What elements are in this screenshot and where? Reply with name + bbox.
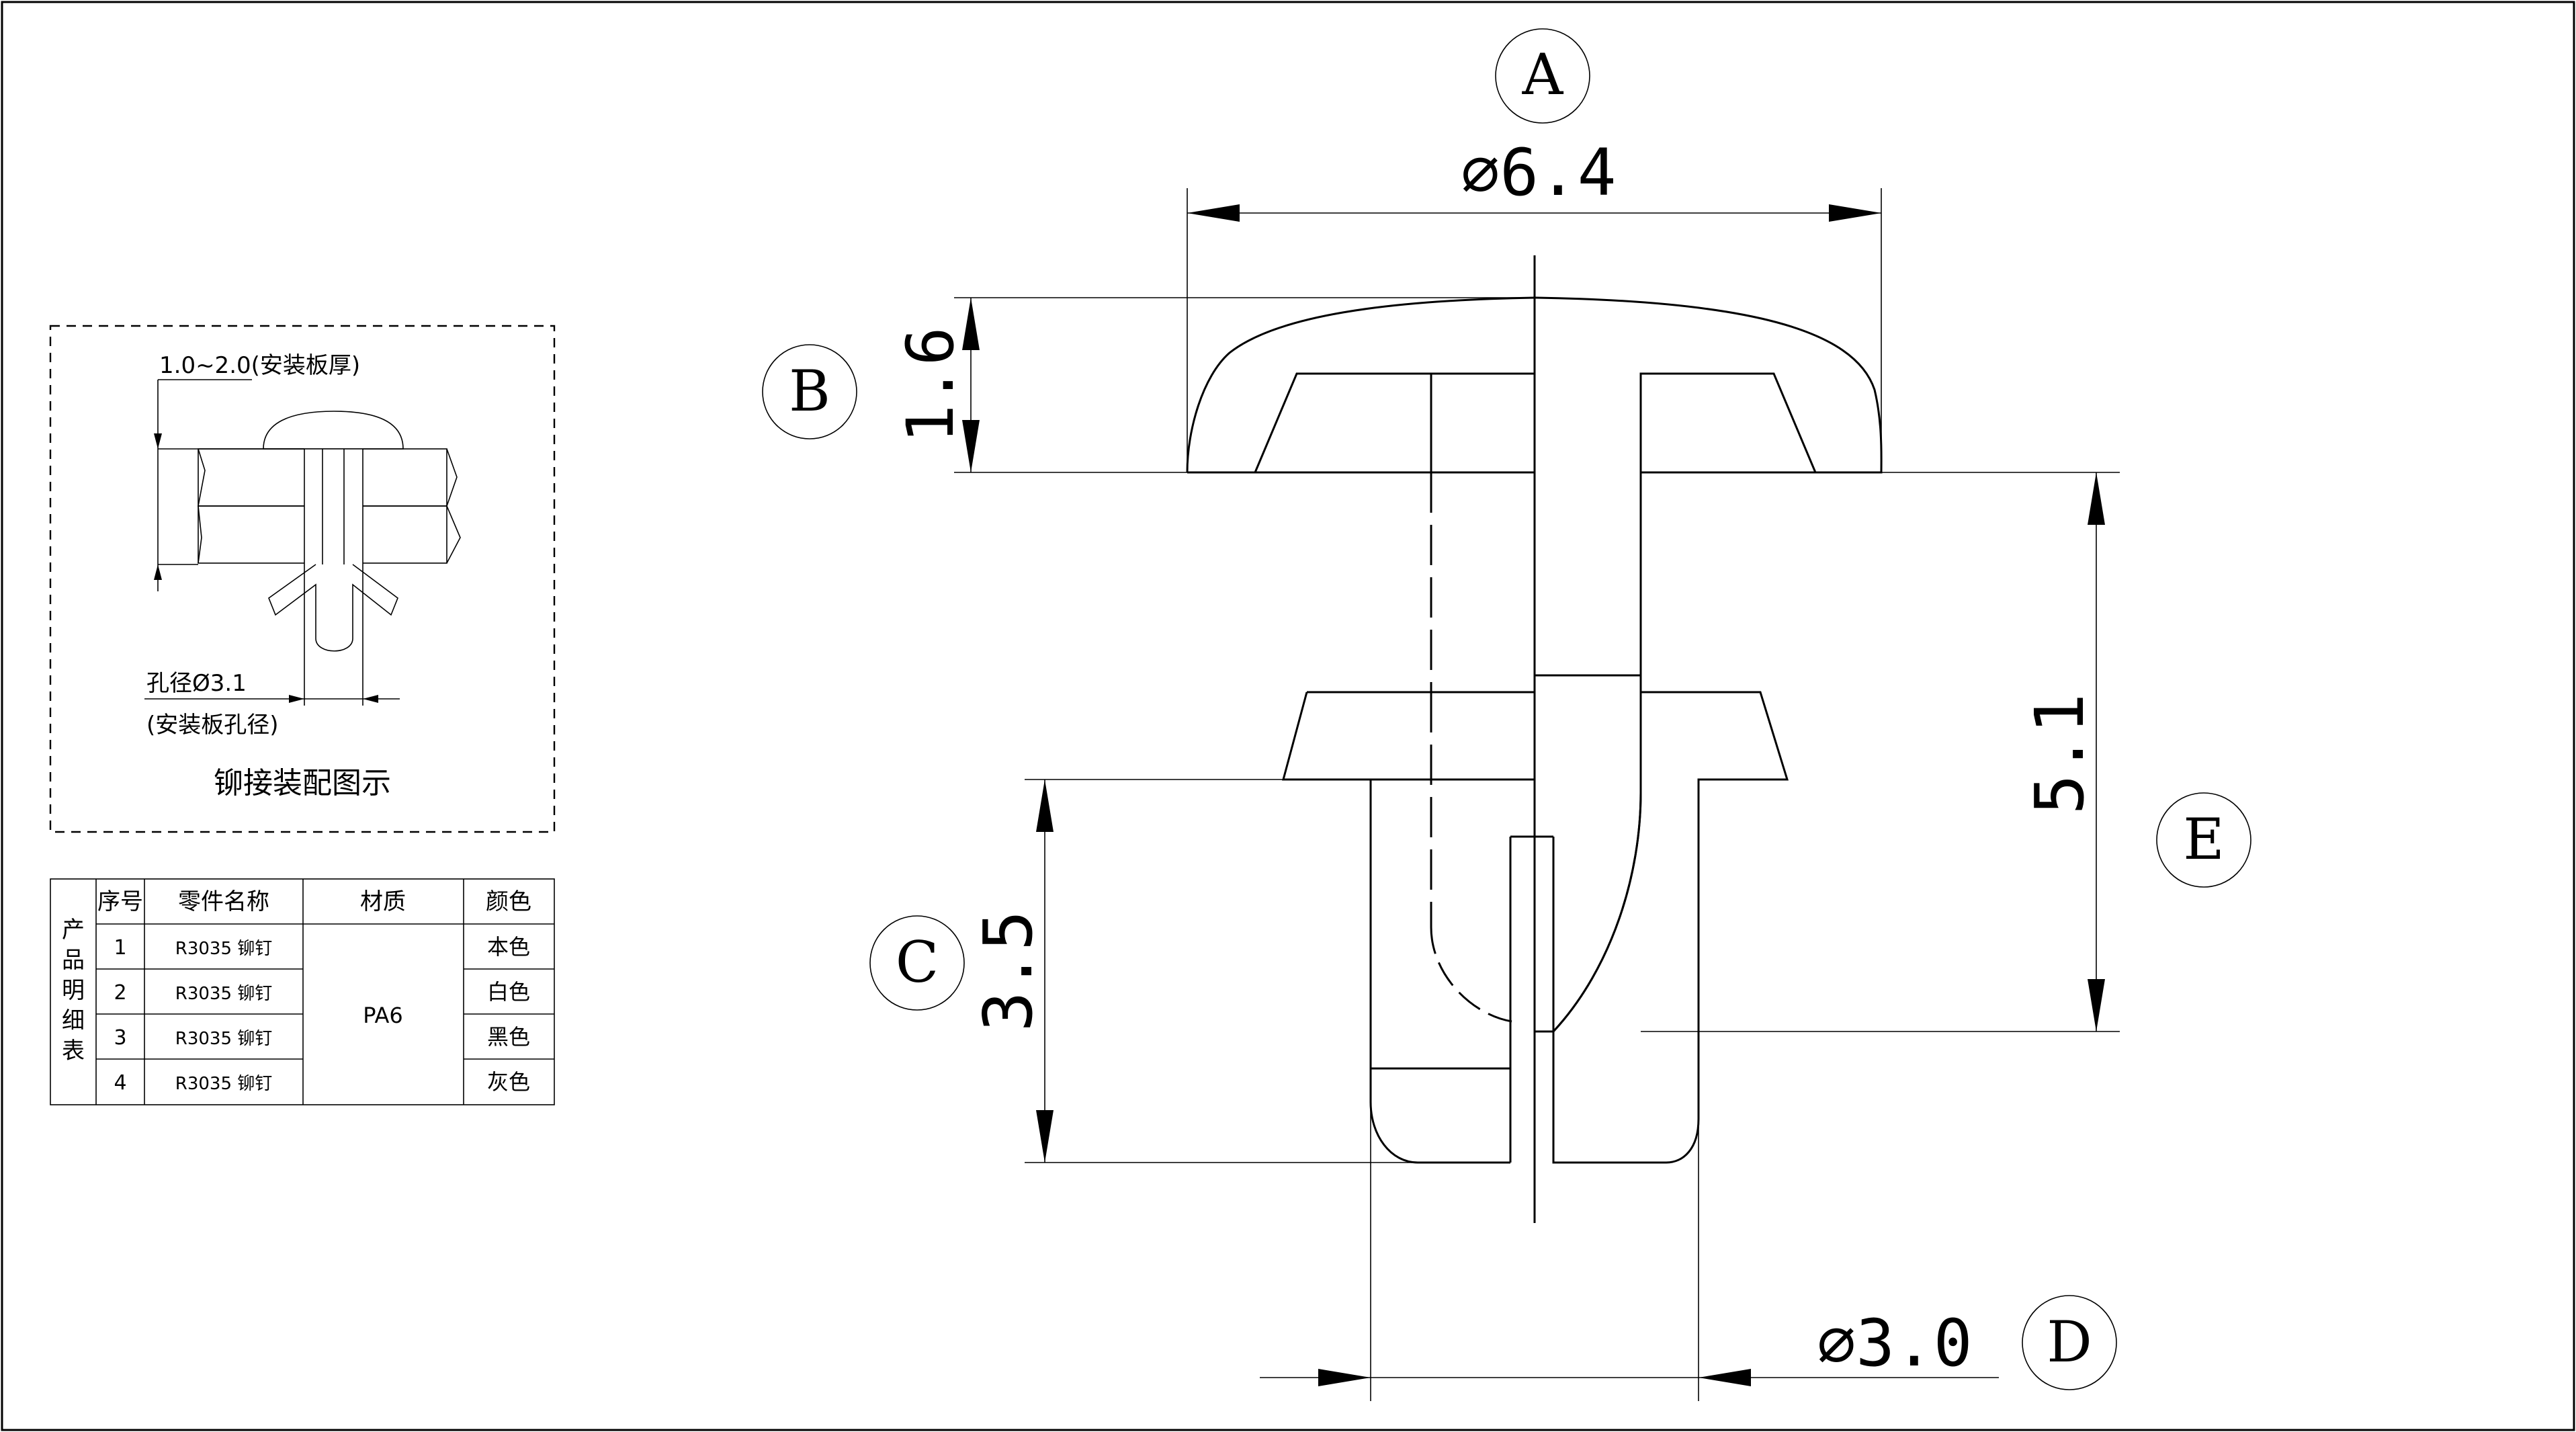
label-c: C <box>896 929 939 995</box>
inset-hole-note: (安装板孔径) <box>146 712 279 739</box>
shank-core-hatch <box>1533 674 1642 1033</box>
dimension-e: E 5.1 <box>1641 472 2251 1032</box>
assembly-inset: 1.0~2.0(安装板厚) 孔径Ø3.1 (安装板孔径) 铆接装配图示 <box>49 325 556 833</box>
table-side-label-1: 品 <box>62 947 85 974</box>
table-row-3-color: 黑色 <box>487 1024 530 1050</box>
label-e: E <box>2183 806 2224 872</box>
dimension-d: D ∅3.0 <box>1260 1102 2117 1401</box>
table-header-color: 颜色 <box>486 888 531 915</box>
table-row-4-color: 灰色 <box>487 1069 530 1095</box>
table-row-1-color: 本色 <box>487 934 530 960</box>
collar-section-hatch <box>1552 691 1789 1164</box>
table-header-name: 零件名称 <box>178 888 269 915</box>
label-d: D <box>2047 1309 2092 1375</box>
dim-leg-length: 3.5 <box>969 911 1047 1032</box>
dim-head-diameter: ∅6.4 <box>1461 135 1616 210</box>
table-row-1-name: R3035 铆钉 <box>175 939 273 959</box>
inset-hole-diameter: 孔径Ø3.1 <box>146 670 247 697</box>
table-row-4-name: R3035 铆钉 <box>175 1074 273 1094</box>
table-row-4-no: 4 <box>114 1071 126 1095</box>
dim-head-height: 1.6 <box>893 327 968 443</box>
label-b: B <box>789 358 830 424</box>
table-side-label-4: 表 <box>62 1038 85 1064</box>
inset-frame <box>49 325 556 833</box>
table-side-label-2: 明 <box>62 977 85 1004</box>
inset-caption: 铆接装配图示 <box>214 766 391 800</box>
table-header-material: 材质 <box>360 888 406 915</box>
rivet-main-view <box>1186 255 1883 1223</box>
table-side-label-3: 细 <box>62 1007 85 1034</box>
table-row-2-no: 2 <box>114 981 126 1005</box>
dim-leg-diameter: ∅3.0 <box>1817 1306 1972 1381</box>
inset-plate-thickness: 1.0~2.0(安装板厚) <box>159 352 360 379</box>
table-row-2-color: 白色 <box>487 979 530 1005</box>
dimension-a: A ∅6.4 <box>1187 28 1882 472</box>
head-section-hatch <box>1533 296 1883 677</box>
table-header-no: 序号 <box>97 888 143 915</box>
table-row-2-name: R3035 铆钉 <box>175 984 273 1004</box>
dimension-c: C 3.5 <box>869 779 1418 1163</box>
head-outline <box>1186 296 1535 473</box>
dim-shank-length: 5.1 <box>2020 693 2099 815</box>
label-a: A <box>1522 42 1564 108</box>
table-row-3-name: R3035 铆钉 <box>175 1029 273 1049</box>
bom-table: 产 品 明 细 表 序号 零件名称 材质 颜色 1 R3035 铆钉 本色 2 … <box>50 878 555 1105</box>
table-material: PA6 <box>363 1003 403 1028</box>
dimension-b: B 1.6 <box>762 297 1535 473</box>
table-side-label-0: 产 <box>62 917 85 943</box>
table-row-1-no: 1 <box>114 936 126 960</box>
table-row-3-no: 3 <box>114 1026 126 1050</box>
